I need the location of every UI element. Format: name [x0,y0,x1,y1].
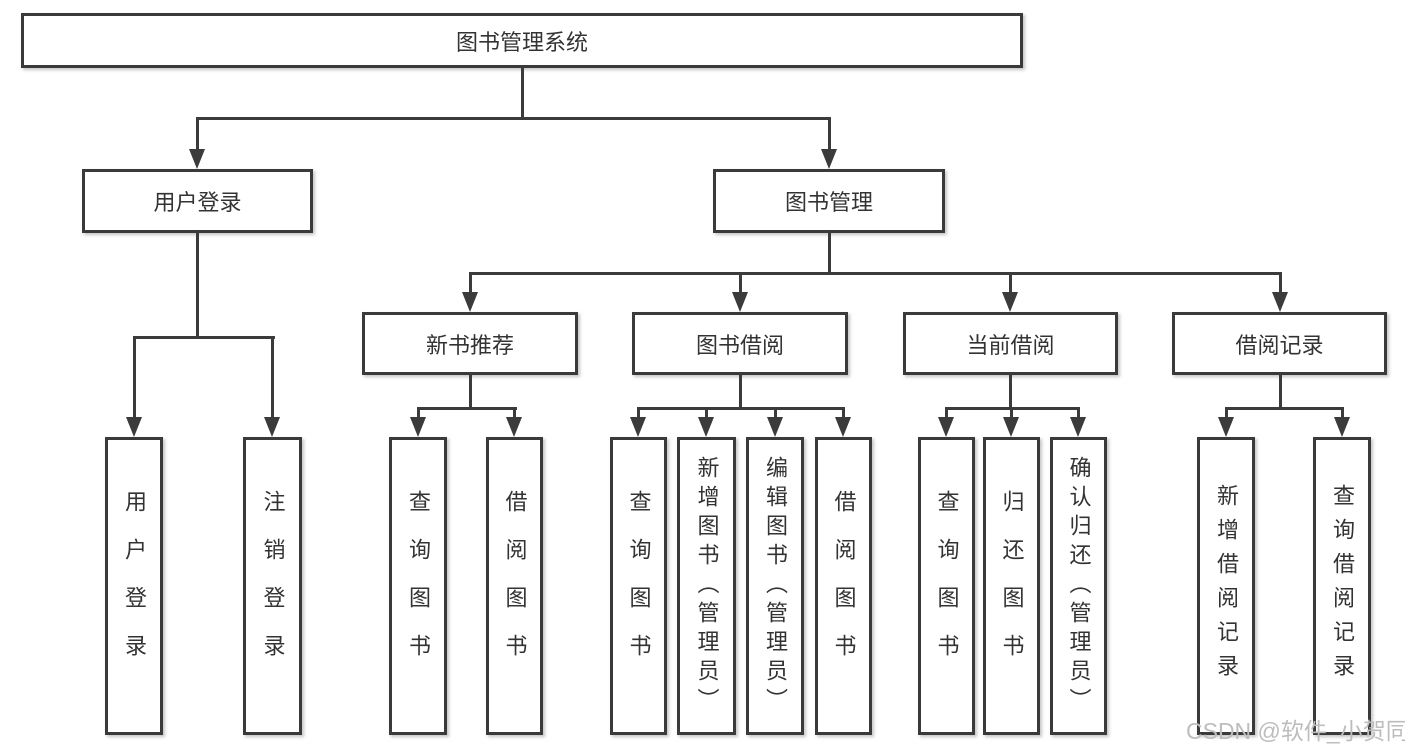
connector-arrow-stem [705,407,708,421]
connector-arrow-stem [1225,407,1228,421]
node-label: 查询图书 [406,490,431,682]
arrow-to-leaf-query-books-borrowing [630,417,646,437]
leaf-borrow-books-borrowing: 借阅图书 [815,437,872,735]
node-book-borrowing: 图书借阅 [632,312,848,375]
node-borrowing-records: 借阅记录 [1172,312,1387,375]
leaf-edit-book-admin: 编辑图书（管理员） [746,437,804,735]
connector-arrow-stem [513,407,516,421]
node-new-book-recommendation: 新书推荐 [362,312,578,375]
arrow-to-new-book-recommendation [462,292,478,312]
node-label: 图书管理 [784,190,873,215]
connector-recommendation-horizontal [417,407,517,410]
connector-arrow-stem [739,272,742,296]
connector-arrow-stem [1009,272,1012,296]
node-user-login: 用户登录 [82,169,313,233]
arrow-to-leaf-query-books-recommendation [410,417,426,437]
node-label: 新增借阅记录 [1214,484,1239,688]
connector-arrow-stem [1077,407,1080,421]
arrow-to-borrowing-records [1272,292,1288,312]
connector-arrow-stem [271,336,274,421]
connector-arrow-stem [637,407,640,421]
connector-book-management-stem [828,231,831,275]
node-label: 用户登录 [153,190,242,215]
arrow-to-leaf-edit-book-admin [767,417,783,437]
arrow-to-user-login [189,149,205,169]
node-book-management: 图书管理 [713,169,945,233]
arrow-to-book-borrowing [732,292,748,312]
connector-recommendation-stem [469,373,472,409]
node-label: 新增图书（管理员） [694,455,720,717]
arrow-to-leaf-add-book-admin [698,417,714,437]
arrow-to-leaf-logout [264,417,280,437]
connector-arrow-stem [828,117,831,153]
node-label: 查询图书 [934,490,960,682]
node-label: 借阅图书 [831,490,857,682]
arrow-to-leaf-return-book [1003,417,1019,437]
connector-arrow-stem [945,407,948,421]
node-label: 编辑图书（管理员） [763,455,788,717]
arrow-to-leaf-confirm-return-admin [1070,417,1086,437]
node-label: 图书借阅 [695,332,784,358]
arrow-to-leaf-query-borrow-record [1334,417,1350,437]
connector-user-login-horizontal [133,336,275,339]
connector-arrow-stem [469,272,472,296]
arrow-to-leaf-borrow-books-recommendation [506,417,522,437]
node-label: 新书推荐 [425,332,514,358]
node-label: 归还图书 [999,490,1025,682]
leaf-query-borrow-record: 查询借阅记录 [1313,437,1371,735]
arrow-to-book-management [821,149,837,169]
connector-borrowing-horizontal [637,407,845,410]
node-label: 借阅记录 [1235,332,1324,358]
arrow-to-current-borrowing [1002,292,1018,312]
connector-root-stem [521,66,524,120]
csdn-watermark: CSDN @软件_小贺同学 [1186,718,1405,744]
connector-book-management-horizontal [469,272,1282,275]
node-library-management-system: 图书管理系统 [21,13,1023,68]
leaf-borrow-books-recommendation: 借阅图书 [486,437,543,735]
leaf-logout: 注销登录 [243,437,302,735]
connector-records-horizontal [1225,407,1343,410]
connector-arrow-stem [774,407,777,421]
connector-arrow-stem [1010,407,1013,421]
leaf-query-books-recommendation: 查询图书 [389,437,447,735]
connector-borrowing-stem [739,373,742,409]
leaf-query-books-borrowing: 查询图书 [610,437,667,735]
node-label: 图书管理系统 [455,29,588,55]
leaf-confirm-return-admin: 确认归还（管理员） [1050,437,1107,735]
connector-arrow-stem [133,336,136,421]
node-label: 注销登录 [260,490,286,682]
connector-arrow-stem [1279,272,1282,296]
leaf-return-book: 归还图书 [983,437,1040,735]
arrow-to-leaf-add-borrow-record [1218,417,1234,437]
node-label: 当前借阅 [966,332,1055,358]
leaf-add-book-admin: 新增图书（管理员） [677,437,736,735]
connector-arrow-stem [417,407,420,421]
connector-root-horizontal [196,117,830,120]
node-label: 用户登录 [122,490,147,682]
connector-records-stem [1279,373,1282,409]
connector-arrow-stem [196,117,199,153]
node-label: 借阅图书 [502,490,528,682]
arrow-to-leaf-borrow-books-borrowing [835,417,851,437]
connector-arrow-stem [1341,407,1344,421]
leaf-user-login: 用户登录 [105,437,163,735]
arrow-to-leaf-user-login [126,417,142,437]
node-label: 确认归还（管理员） [1066,455,1092,717]
node-current-borrowing: 当前借阅 [903,312,1118,375]
leaf-add-borrow-record: 新增借阅记录 [1197,437,1255,735]
connector-user-login-stem [196,231,199,339]
connector-arrow-stem [842,407,845,421]
leaf-query-books-current: 查询图书 [918,437,975,735]
node-label: 查询借阅记录 [1330,484,1355,688]
arrow-to-leaf-query-books-current [938,417,954,437]
connector-current-stem [1009,373,1012,409]
node-label: 查询图书 [626,490,652,682]
